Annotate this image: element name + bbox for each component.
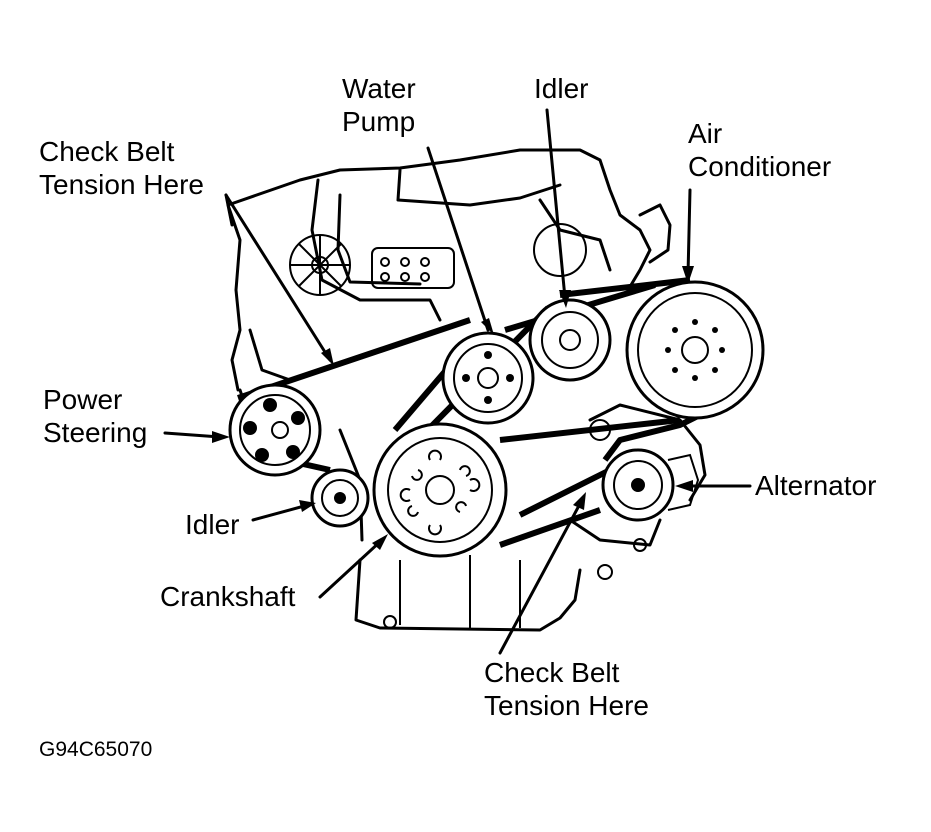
- figure-code: G94C65070: [39, 738, 153, 761]
- label-water-pump: Water Pump: [342, 73, 416, 137]
- crankshaft-pulley: [372, 422, 508, 558]
- label-idler-top: Idler: [534, 73, 589, 104]
- label-idler-lower: Idler: [185, 509, 240, 540]
- alternator-pulley: [601, 448, 700, 522]
- water-pump-pulley: [441, 331, 535, 425]
- label-air-conditioner: Air Conditioner: [688, 118, 832, 182]
- leader-lines: [163, 108, 752, 655]
- air-conditioner-pulley: [625, 280, 765, 420]
- label-check-belt-top: Check Belt Tension Here: [39, 136, 204, 200]
- label-check-belt-bottom: Check Belt Tension Here: [484, 657, 649, 721]
- label-alternator: Alternator: [755, 470, 877, 501]
- label-power-steering: Power Steering: [43, 384, 148, 448]
- power-steering-pulley: [228, 383, 322, 477]
- idler-lower-pulley: [310, 468, 370, 528]
- idler-top-pulley: [528, 298, 612, 382]
- label-crankshaft: Crankshaft: [160, 581, 296, 612]
